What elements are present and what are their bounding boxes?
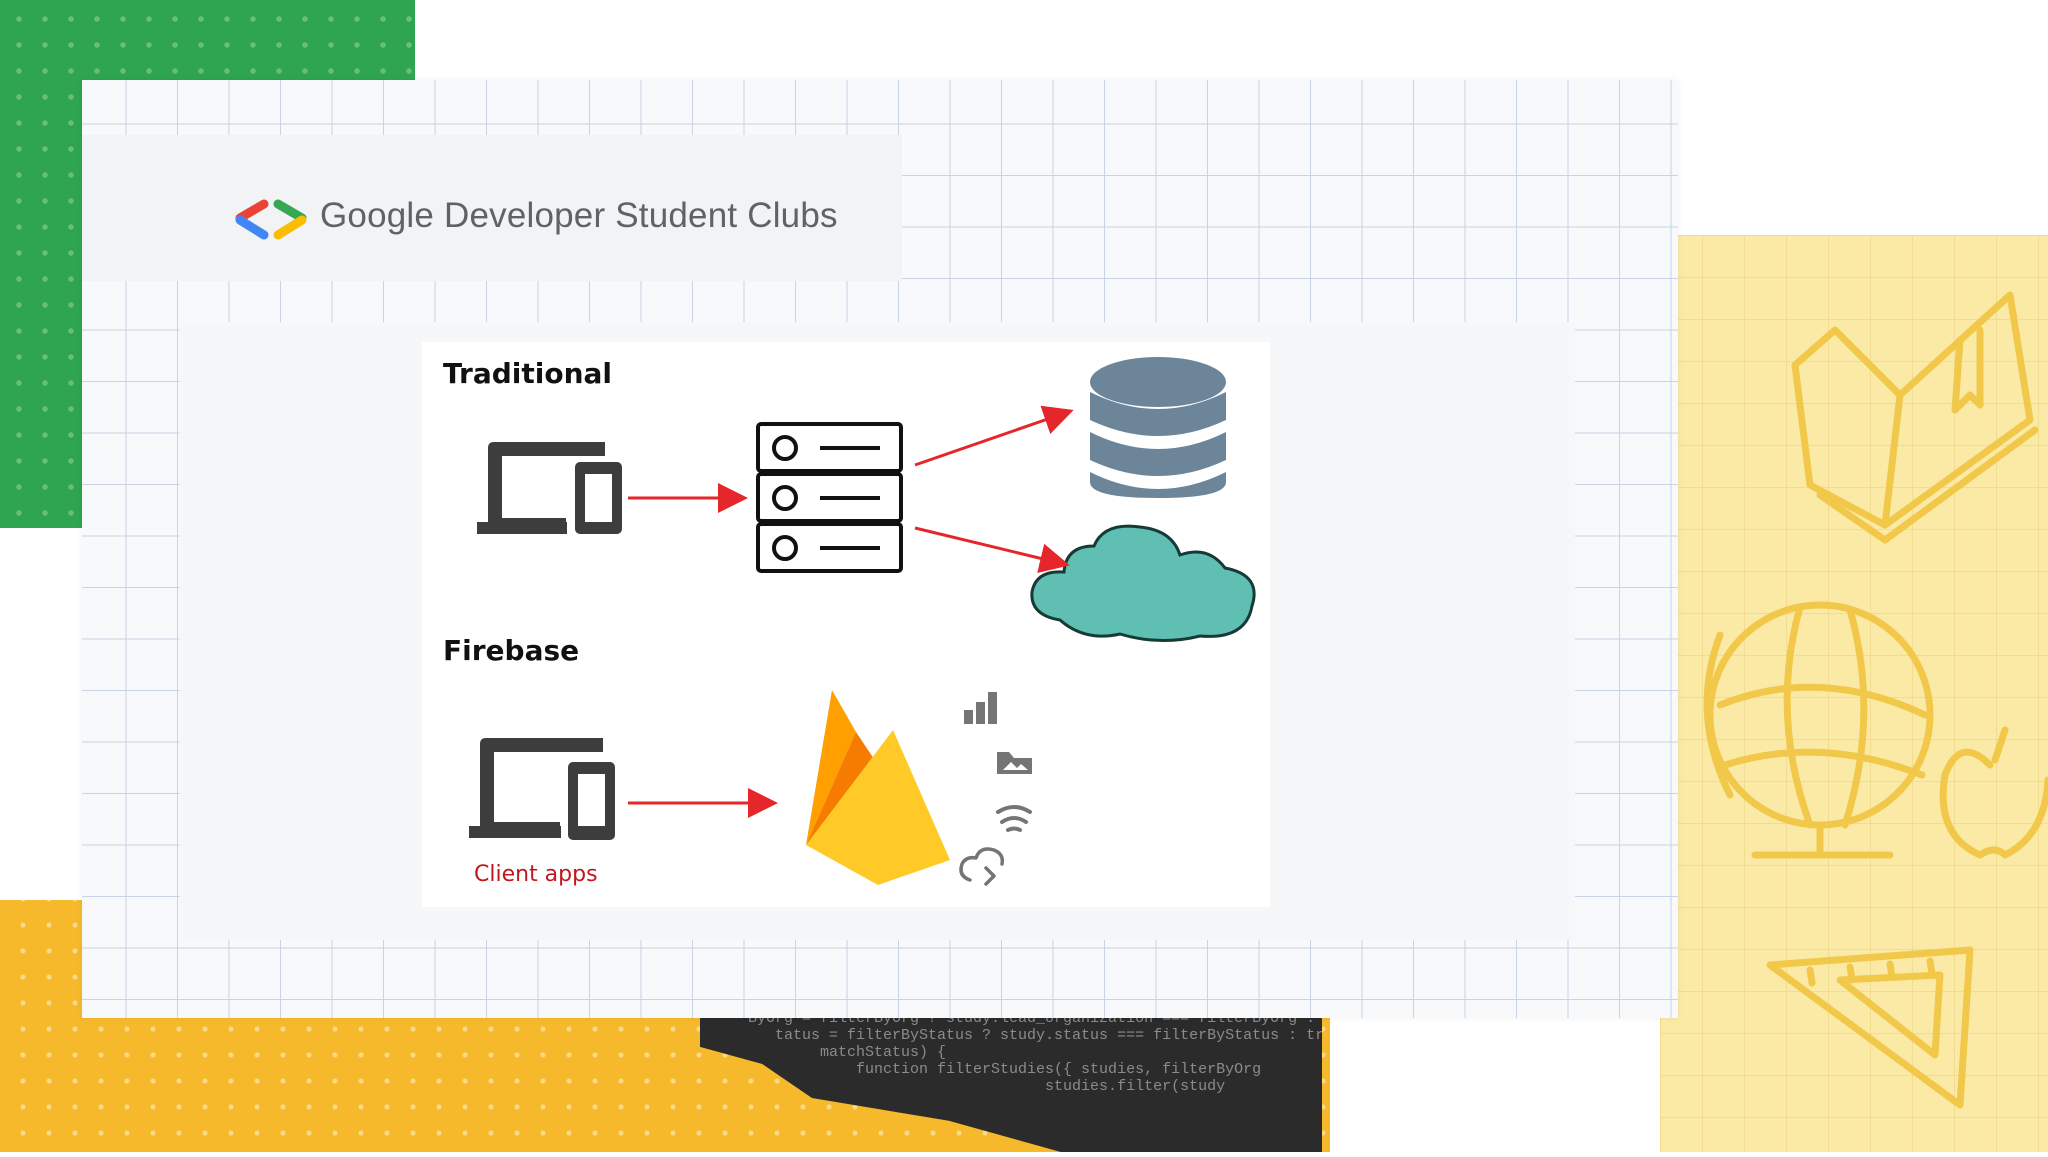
traditional-arrows <box>628 405 1074 573</box>
database-icon <box>1090 357 1226 498</box>
traditional-heading: Traditional <box>443 357 613 390</box>
header-band <box>82 135 902 281</box>
traditional-devices-icon <box>477 442 622 534</box>
hosting-icon <box>996 805 1032 832</box>
cloud-icon <box>1030 524 1256 642</box>
client-apps-label: Client apps <box>474 862 598 887</box>
client-devices-icon <box>469 738 615 840</box>
storage-icon <box>997 752 1032 774</box>
firebase-flame-icon <box>806 690 950 885</box>
gdsc-logo-icon <box>235 199 307 240</box>
school-doodles-icon <box>1703 291 2048 1109</box>
yellow-doodle-background <box>1660 235 2048 1152</box>
brand-title: Google Developer Student Clubs <box>320 196 838 235</box>
code-line: studies.filter(study <box>730 1078 1226 1095</box>
server-icon <box>756 422 903 573</box>
code-line: tatus = filterByStatus ? study.status ==… <box>730 1027 1322 1044</box>
code-line: function filterStudies({ studies, filter… <box>730 1061 1262 1078</box>
firebase-heading: Firebase <box>443 634 580 667</box>
cloud-functions-icon <box>959 847 1005 886</box>
analytics-icon <box>964 692 997 724</box>
code-line: matchStatus) { <box>730 1044 947 1061</box>
